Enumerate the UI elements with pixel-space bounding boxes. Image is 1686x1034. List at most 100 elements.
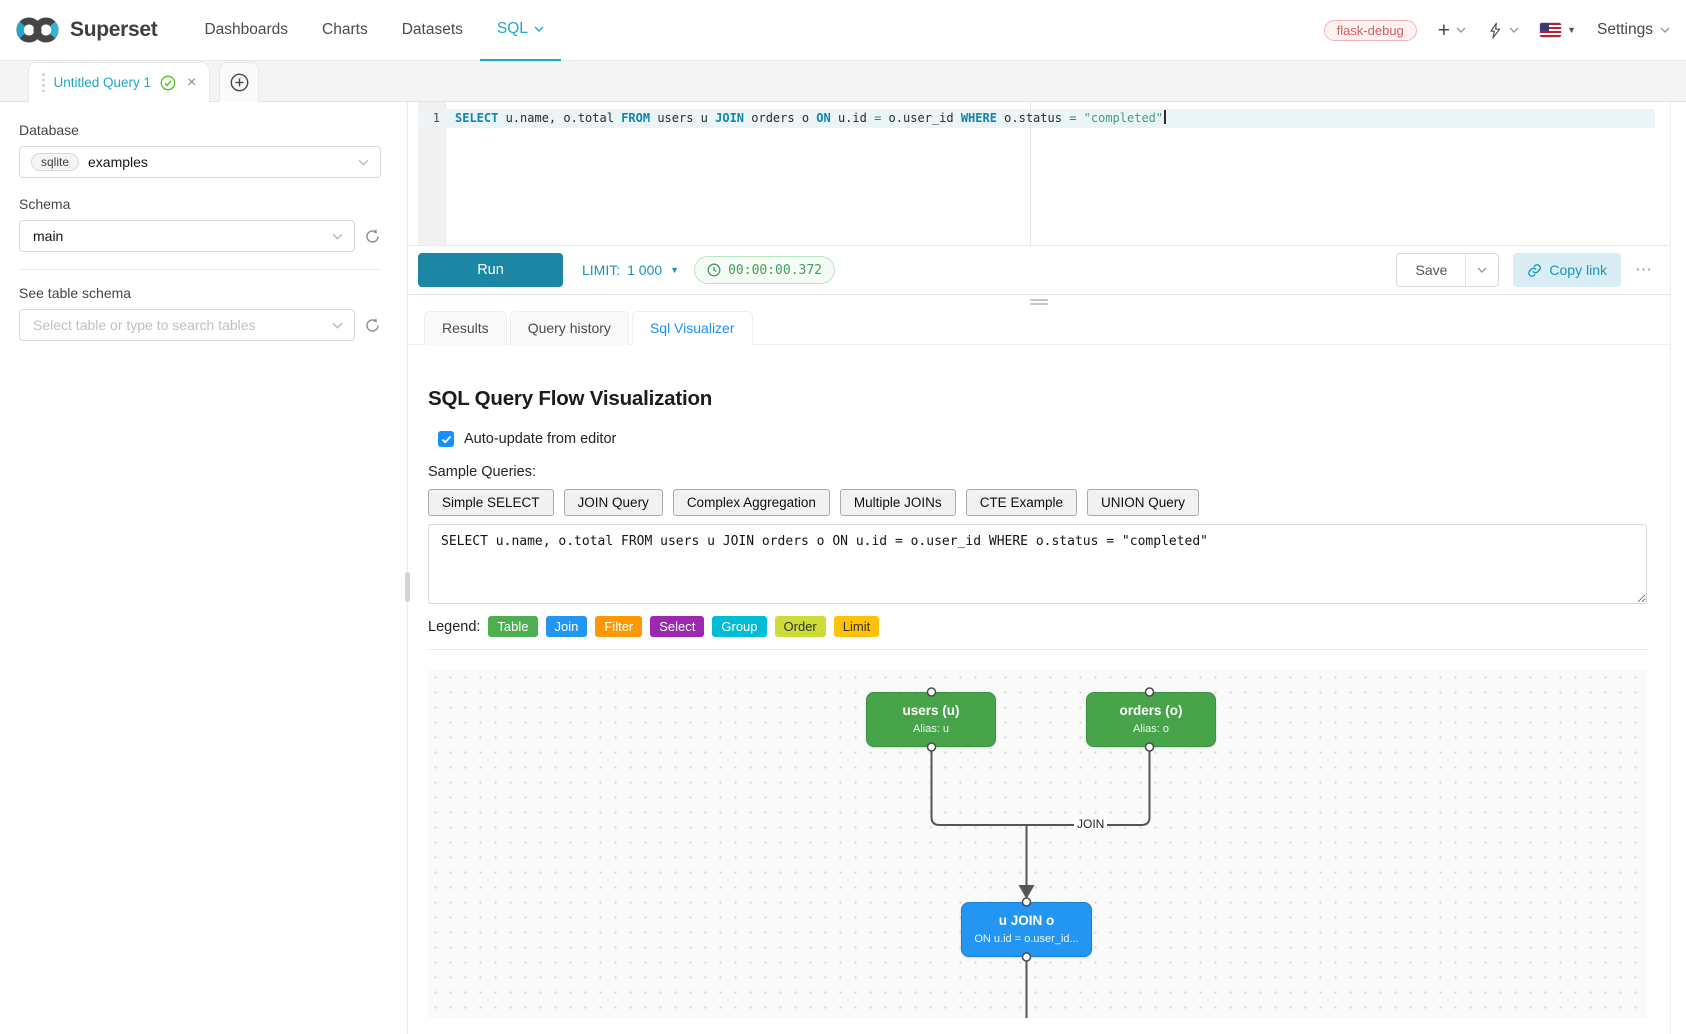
nav-datasets[interactable]: Datasets [385,0,480,61]
node-title: orders (o) [1119,703,1183,718]
sql-token: orders o [744,111,817,125]
sidebar-resize-handle[interactable] [405,572,410,602]
checkbox-checked-icon[interactable] [438,431,454,447]
tab-sql-visualizer[interactable]: Sql Visualizer [631,311,753,345]
sample-complex-aggregation-button[interactable]: Complex Aggregation [672,489,830,516]
chevron-down-icon [534,26,544,32]
editor-toolbar: Run LIMIT: 1 000 ▼ 00:00:00.372 Save [408,245,1670,295]
chevron-down-icon [1477,267,1487,273]
tab-query-history[interactable]: Query history [509,311,629,345]
settings-menu[interactable]: Settings [1597,21,1670,39]
refresh-schemas-button[interactable] [364,228,381,245]
sample-multiple-joins-button[interactable]: Multiple JOINs [839,489,956,516]
nav-sql[interactable]: SQL [479,0,561,61]
divider [428,649,1647,650]
legend-chip-join: Join [545,616,588,637]
pane-resize-handle[interactable] [1030,297,1048,307]
language-picker[interactable]: ▼ [1540,23,1576,37]
node-subtitle: ON u.id = o.user_id... [974,933,1079,945]
sql-token: = [874,111,882,125]
chevron-down-icon [332,322,343,329]
caret-down-icon: ▼ [1567,25,1576,35]
flow-edges [926,687,1155,1018]
caret-down-icon: ▼ [670,265,680,275]
table-select-placeholder: Select table or type to search tables [33,317,256,333]
sql-code-line[interactable]: SELECT u.name, o.total FROM users u JOIN… [455,109,1166,128]
sql-token: ON [816,111,831,125]
sample-join-query-button[interactable]: JOIN Query [563,489,663,516]
arrowhead-icon [1018,885,1035,899]
nav-charts[interactable]: Charts [305,0,385,61]
schema-select[interactable]: main [19,220,355,252]
sample-simple-select-button[interactable]: Simple SELECT [428,489,554,516]
legend-chip-table: Table [488,616,538,637]
superset-logo[interactable]: Superset [15,15,158,45]
save-options-button[interactable] [1465,254,1499,286]
tab-untitled-query[interactable]: Untitled Query 1 × [28,62,211,102]
clock-icon [707,263,721,277]
drag-handle-icon[interactable] [42,73,45,92]
node-title: u JOIN o [998,913,1055,928]
sample-union-query-button[interactable]: UNION Query [1086,489,1199,516]
database-select[interactable]: sqlite examples [19,146,381,178]
sqllab-sidebar: Database sqlite examples Schema main See… [0,102,410,1034]
sql-editor[interactable]: 1 SELECT u.name, o.total FROM users u JO… [408,102,1670,245]
sql-token: SELECT [455,111,499,125]
refresh-tables-button[interactable] [364,317,381,334]
table-schema-label: See table schema [19,285,132,301]
auto-update-checkbox-row[interactable]: Auto-update from editor [428,431,1647,447]
table-select[interactable]: Select table or type to search tables [19,309,355,341]
node-join[interactable]: u JOIN o ON u.id = o.user_id... [961,902,1092,957]
nav-item-label: Datasets [401,21,463,38]
more-options-button[interactable]: ⋯ [1635,260,1654,279]
sql-token: WHERE [960,111,997,125]
node-title: users (u) [902,703,960,718]
flow-canvas[interactable]: users (u) Alias: u orders (o) Alias: o u… [428,670,1647,1018]
query-tab-title: Untitled Query 1 [53,75,152,90]
sql-token: users u [650,111,716,125]
lightning-icon [1490,22,1501,38]
query-activity-menu[interactable] [1487,21,1519,40]
close-tab-icon[interactable]: × [187,73,197,91]
sql-token: JOIN [715,111,745,125]
sample-cte-example-button[interactable]: CTE Example [965,489,1077,516]
legend-chip-select: Select [650,616,705,637]
sql-token: u.name, o.total [498,111,622,125]
sql-token: "completed" [1083,111,1164,125]
new-tab-button[interactable] [219,62,260,102]
run-button[interactable]: Run [418,253,563,287]
copy-link-button[interactable]: Copy link [1513,253,1621,287]
save-button[interactable]: Save [1397,254,1466,286]
node-orders[interactable]: orders (o) Alias: o [1086,692,1216,747]
refresh-icon [366,228,379,243]
tab-results[interactable]: Results [424,311,507,345]
sqllab-main: 1 SELECT u.name, o.total FROM users u JO… [408,102,1671,1034]
nav-item-label: Charts [322,21,368,38]
nav-dashboards[interactable]: Dashboards [187,0,305,61]
us-flag-icon [1540,23,1562,37]
main-nav: Dashboards Charts Datasets SQL [187,0,561,61]
sql-visualizer-panel: SQL Query Flow Visualization Auto-update… [408,387,1670,1018]
node-users[interactable]: users (u) Alias: u [866,692,996,747]
chevron-down-icon [332,233,343,240]
save-split-button: Save [1396,253,1500,287]
elapsed-time: 00:00:00.372 [728,262,823,278]
visualizer-query-input[interactable]: SELECT u.name, o.total FROM users u JOIN… [428,524,1647,604]
join-edge-label: JOIN [1074,817,1108,831]
refresh-icon [366,317,379,332]
new-item-menu[interactable]: + [1438,20,1466,41]
query-timer: 00:00:00.372 [694,256,836,284]
legend-chip-limit: Limit [833,616,880,637]
query-tabs-bar: Untitled Query 1 × [0,61,1686,102]
limit-value: 1 000 [627,262,663,278]
chevron-down-icon [358,159,369,166]
limit-dropdown[interactable]: LIMIT: 1 000 ▼ [582,262,679,278]
limit-label: LIMIT: [582,262,621,278]
link-icon [1528,263,1542,277]
legend-chip-group: Group [712,616,767,637]
chevron-down-icon [1660,27,1670,33]
